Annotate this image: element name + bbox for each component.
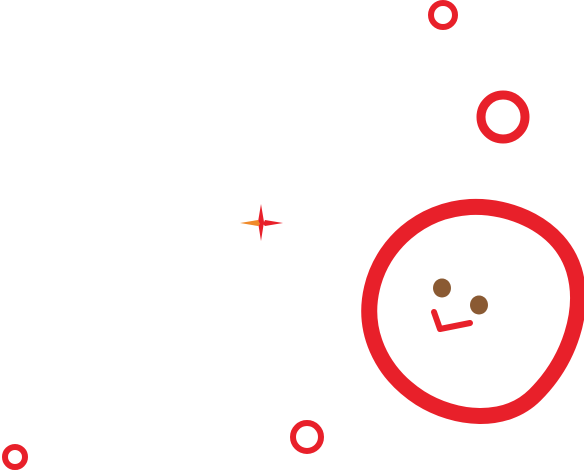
right-eye: [470, 295, 488, 315]
ring-icon: [476, 90, 530, 144]
ring-icon: [2, 444, 28, 470]
sparkle-right: [263, 220, 283, 226]
sparkle-icon: [240, 204, 283, 241]
left-eye: [433, 278, 451, 298]
sparkle-left: [240, 220, 260, 226]
mouth: [431, 309, 473, 332]
face-outline: [361, 198, 584, 424]
ring-icon: [428, 0, 458, 30]
smiling-face-icon: [361, 198, 584, 424]
ring-icon: [290, 420, 324, 454]
sparkle-vertical: [258, 204, 264, 241]
